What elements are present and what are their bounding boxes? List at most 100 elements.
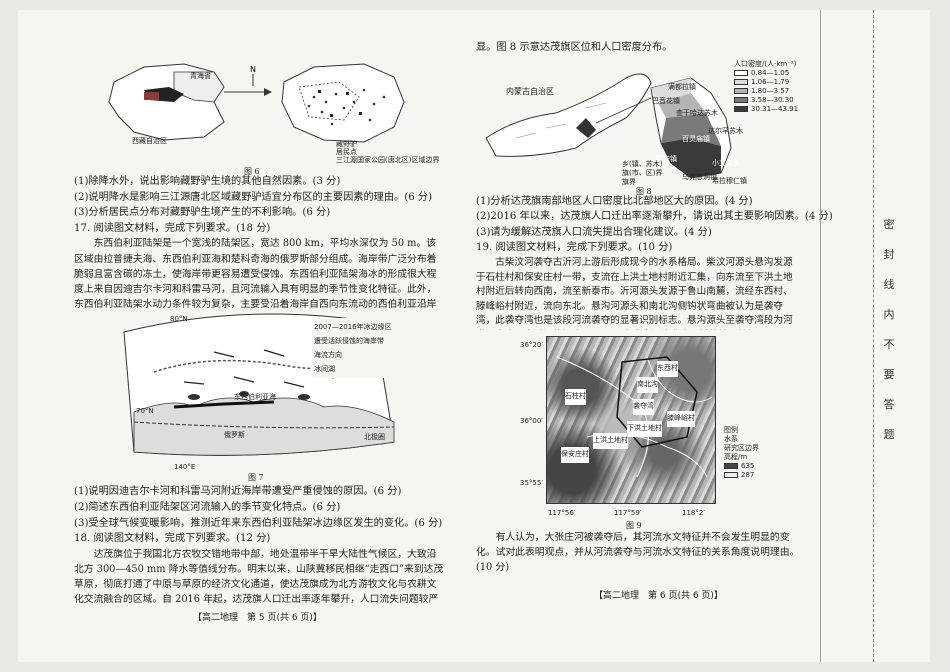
lat-35-55: 35°55′ xyxy=(520,478,543,487)
density-swatch-3 xyxy=(734,87,748,94)
q16-item-2: (2)说明降水是影响三江源唐北区域藏野驴适宜分布区的主要因素的理由。(6 分) xyxy=(74,191,433,203)
legend-settlement: 居民点 xyxy=(336,148,357,156)
figure-7-legend: 2007—2016年冰边缘区 遭受活跃侵蚀的海岸带 海流方向 冰间湖 xyxy=(312,318,394,379)
density-legend-5: 30.31—43.91 xyxy=(734,105,798,114)
q19-header: 19. 阅读图文材料，完成下列要求。(10 分) xyxy=(476,242,673,254)
place-bailingmiao: 百灵庙镇 xyxy=(682,134,710,143)
legend-ice-edge: 2007—2016年冰边缘区 xyxy=(314,323,392,332)
qinghai-label: 青海省 xyxy=(190,72,211,80)
legend-polynya: 冰间湖 xyxy=(314,365,335,374)
density-range-3: 1.80—3.57 xyxy=(751,86,790,95)
figure-9-dem-map: 石柱村 上洪土地村 下洪土地村 保安庄村 袭夺湾 滕峰峪村 南北沟 东西村 xyxy=(546,335,716,504)
figure-6-legend: 藏野驴 居民点 三江源国家公园(唐北区)区域边界 xyxy=(336,140,439,164)
figure-8-map xyxy=(485,73,732,179)
elev-low-value: 287 xyxy=(741,470,755,479)
elev-low-swatch xyxy=(724,471,738,478)
lon-117-59: 117°59′ xyxy=(614,508,642,517)
elev-high-value: 635 xyxy=(741,461,755,470)
place-xieduowan: 袭夺湾 xyxy=(633,398,654,415)
q18-intro: 显。图 8 示意达茂旗区位和人口密度分布。 xyxy=(476,42,673,53)
place-tengfengyu: 滕峰峪村 xyxy=(667,410,695,427)
density-range-5: 30.31—43.91 xyxy=(751,104,799,113)
place-shanghongtudi: 上洪土地村 xyxy=(593,432,628,449)
q19-question: 有人认为，大张庄河被袭夺后，其河流水文特征并不会发生明显的变化。试对此表明观点，… xyxy=(476,531,800,573)
density-legend-2: 1.06—1.79 xyxy=(734,78,798,87)
figure-7-caption: 图 7 xyxy=(248,473,264,483)
q17-item-2: (2)简述东西伯利亚陆架区河流输入的季节变化特点。(6 分) xyxy=(74,501,341,513)
fig9-elev-title: 高程/m xyxy=(724,452,748,461)
page-5-column: N 青海省 西藏自治区 藏野驴 居民点 三 xyxy=(74,10,444,650)
q18-item-2: (2)2016 年以来，达茂旗人口迁出率逐渐攀升，请说出其主要影响因素。(4 分… xyxy=(476,211,833,223)
q18-item-1: (1)分析达茂旗南部地区人口密度比北部地区大的原因。(4 分) xyxy=(476,195,753,207)
fig9-legend-boundary: 研究区边界 xyxy=(724,443,759,452)
lon-118-2: 118°2′ xyxy=(682,508,705,517)
density-swatch-5 xyxy=(734,105,748,112)
page-6-column: 显。图 8 示意达茂旗区位和人口密度分布。 内蒙古自治区 满都拉镇 巴音花镇 查… xyxy=(476,10,833,650)
q18-header: 18. 阅读图文材料，完成下列要求。(12 分) xyxy=(74,533,271,545)
q17-paragraph: 东西伯利亚陆架是一个宽浅的陆架区，宽达 800 km，平均水深仅为 50 m。该… xyxy=(74,238,437,311)
q16-item-3: (3)分析居民点分布对藏野驴生境产生的不利影响。(6 分) xyxy=(74,207,331,219)
density-legend-4: 3.58—30.30 xyxy=(734,96,798,105)
fig9-legend-title: 图例 xyxy=(724,425,738,434)
figure-6: N 青海省 西藏自治区 藏野驴 居民点 三 xyxy=(74,42,444,176)
legend-county-boundary: 旗(市、区)界 xyxy=(622,168,663,177)
figure-9-legend: 图例 水系 研究区边界 高程/m 635 287 xyxy=(724,426,759,480)
east-siberian-sea-label: 东西伯利亚海 xyxy=(234,393,276,402)
fig9-legend-river: 水系 xyxy=(724,434,738,443)
q16-item-1: (1)除降水外，说出影响藏野驴生境的其他自然因素。(3 分) xyxy=(74,176,341,187)
place-nanbeigou: 南北沟 xyxy=(637,376,658,393)
place-xiaowengong: 小文公乡 xyxy=(712,158,740,167)
figure-6-map: N xyxy=(108,63,405,143)
legend-eroded-coast: 遭受活跃侵蚀的海岸带 xyxy=(314,337,384,346)
density-range-1: 0.84—1.05 xyxy=(751,68,790,77)
legend-current: 海流方向 xyxy=(314,351,342,360)
figure-9-caption: 图 9 xyxy=(626,520,642,530)
lat-80-label: 80°N xyxy=(170,315,188,324)
arctic-circle-label: 北极圈 xyxy=(364,433,385,442)
place-bayinhua: 巴音花镇 xyxy=(652,96,680,105)
density-swatch-4 xyxy=(734,96,748,103)
elev-high-swatch xyxy=(724,462,738,469)
legend-township: 乡(镇、苏木) xyxy=(622,159,663,168)
place-wukehudong: 乌克忽洞镇 xyxy=(682,172,717,181)
page-6-footer: 【高二地理 第 6 页(共 6 页)】 xyxy=(594,591,723,601)
density-legend-3: 1.80—3.57 xyxy=(734,87,798,96)
russia-label: 俄罗斯 xyxy=(224,431,245,440)
lat-36-20: 36°20′ xyxy=(520,340,543,349)
legend-wild-ass: 藏野驴 xyxy=(336,140,357,148)
place-mandula: 满都拉镇 xyxy=(668,82,696,91)
place-shizhu: 石柱村 xyxy=(565,388,586,405)
place-xilamuren: 希拉穆仁镇 xyxy=(712,176,747,185)
figure-8-symbol-legend: 乡(镇、苏木) 旗(市、区)界 旗界 xyxy=(622,160,662,187)
xizang-label: 西藏自治区 xyxy=(132,137,167,145)
fig9-elev-low: 287 xyxy=(724,471,759,480)
q18-item-3: (3)请为缓解达茂旗人口流失提出合理化建议。(4 分) xyxy=(476,226,712,238)
seal-warning-text: 密封线内不要答题 xyxy=(883,218,895,441)
density-range-2: 1.06—1.79 xyxy=(751,77,790,86)
density-legend-title: 人口密度/(人·km⁻²) xyxy=(734,59,797,68)
place-dongxi: 东西村 xyxy=(657,360,678,377)
fig9-elev-high: 635 xyxy=(724,462,759,471)
place-daerhan: 达尔罕苏木 xyxy=(708,126,743,135)
q18-paragraph: 达茂旗位于我国北方农牧交错地带中部，地处温带半干旱大陆性气候区，大致沿北方 30… xyxy=(74,548,444,606)
exam-sheet: N 青海省 西藏自治区 藏野驴 居民点 三 xyxy=(18,10,930,662)
place-mingan: 明安镇 xyxy=(656,154,677,163)
lon-140-label: 140°E xyxy=(174,463,196,472)
lat-70-label: 70°N xyxy=(136,407,154,416)
place-chaganhada: 查干哈达苏木 xyxy=(676,108,718,117)
q17-header: 17. 阅读图文材料，完成下列要求。(18 分) xyxy=(74,222,271,234)
lat-36-00: 36°00′ xyxy=(520,416,543,425)
lon-117-56: 117°56′ xyxy=(548,508,576,517)
density-swatch-2 xyxy=(734,78,748,85)
q17-item-3: (3)受全球气候变暖影响，推测近年来东西伯利亚陆架冰边缘区发生的变化。(6 分) xyxy=(74,517,443,529)
figure-6-caption: 图 6 xyxy=(244,167,260,176)
figure-7: 80°N 70°N 140°E 东西伯利亚海 俄罗斯 北极圈 2007—2016… xyxy=(74,312,444,484)
density-range-4: 3.58—30.30 xyxy=(751,95,794,104)
figure-9: 石柱村 上洪土地村 下洪土地村 保安庄村 袭夺湾 滕峰峪村 南北沟 东西村 36… xyxy=(476,330,801,530)
place-baoanzhuang: 保安庄村 xyxy=(561,446,589,463)
place-xiahongtudi: 下洪土地村 xyxy=(627,420,662,437)
inner-mongolia-label: 内蒙古自治区 xyxy=(506,86,554,96)
figure-8-density-legend: 人口密度/(人·km⁻²) 0.84—1.05 1.06—1.79 1.80—3… xyxy=(734,60,798,114)
legend-park-boundary: 三江源国家公园(唐北区)区域边界 xyxy=(336,156,440,164)
q19-paragraph: 古柴汶河袭夺古沂河上游后形成现今的水系格局。柴汶河源头悬沟发源于石柱村和保安庄村… xyxy=(476,256,793,330)
